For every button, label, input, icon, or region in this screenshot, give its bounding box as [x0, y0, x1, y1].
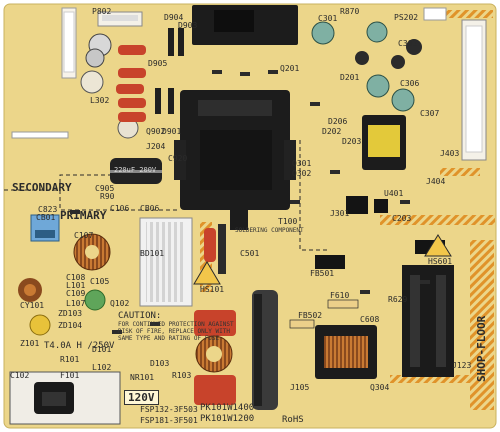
ref-lower-11: R103: [172, 371, 192, 380]
caution-line-3: SAME TYPE AND RATING OF FUSE: [118, 335, 220, 342]
ref-upper-6: C920: [168, 154, 188, 163]
ref-upper-0: C905: [95, 184, 115, 193]
ref-primary-8: CB06: [140, 204, 160, 213]
ref-primary-4: C109: [66, 289, 86, 298]
ref-top-5: PS202: [394, 13, 419, 22]
ref-mid-11: J403: [440, 149, 460, 158]
caution-title: CAUTION:: [118, 311, 162, 321]
ref-primary-1: C823: [38, 205, 58, 214]
ref-mid-5: D206: [328, 117, 348, 126]
ref-mid-8: U401: [384, 189, 404, 198]
ref-right-4: Q304: [370, 383, 390, 392]
bulk-cap-marking: 220uF 200V: [114, 166, 157, 174]
part-number-b-code: FSP181-3F501: [140, 416, 198, 425]
ref-mid-3: Q201: [280, 64, 300, 73]
ref-lower-2: D101: [92, 345, 112, 354]
primary-label: PRIMARY: [60, 209, 107, 222]
ref-right-5: J105: [290, 383, 310, 392]
ref-right-2: C608: [360, 315, 380, 324]
ref-mid-9: C203: [392, 214, 412, 223]
ref-lower-5: L107: [66, 299, 86, 308]
ref-lower-6: Z101: [20, 339, 40, 348]
ref-primary-7: C107: [74, 231, 94, 240]
ref-primary-3: L101: [66, 281, 86, 290]
caution-line-2: RISK OF FIRE, REPLACE ONLY WITH: [118, 328, 230, 335]
ref-heatsink-2: FB502: [298, 311, 323, 320]
ref-primary-6: C106: [110, 204, 130, 213]
ref-top-2: D903: [178, 21, 198, 30]
secondary-label: SECONDARY: [12, 181, 72, 194]
ref-mid-10: J404: [426, 177, 446, 186]
shop-floor-label: SHOP-FLOOR: [475, 315, 488, 382]
part-number-a-model: PK101W1400: [200, 403, 255, 413]
ref-right-6: T100: [278, 217, 298, 226]
ref-primary-2: C108: [66, 273, 86, 282]
ref-heatsink-0: HS101: [200, 285, 225, 294]
voltage-label: 120V: [124, 390, 159, 405]
ref-right-1: R629: [388, 295, 408, 304]
ref-mid-6: D202: [322, 127, 342, 136]
ref-primary-0: CB01: [36, 213, 56, 222]
ref-top-4: R870: [340, 7, 360, 16]
ref-upper-4: D901: [162, 127, 182, 136]
ref-upper-9: C307: [420, 109, 440, 118]
ref-lower-10: NR101: [130, 373, 155, 382]
ref-lower-7: CY101: [20, 301, 45, 310]
ref-lower-4: ZD104: [58, 321, 83, 330]
ref-lower-13: Q102: [110, 299, 130, 308]
caution-line-1: FOR CONTINUED PROTECTION AGAINST: [118, 321, 234, 328]
part-number-a-code: FSP132-3F503: [140, 405, 198, 414]
ref-primary-5: BD101: [140, 249, 165, 258]
rohs-label: RoHS: [282, 415, 304, 425]
part-number-b-model: PK101W1200: [200, 414, 255, 424]
ref-mid-4: D201: [340, 73, 360, 82]
ref-top-3: C301: [318, 14, 338, 23]
fuse-rating: T4.0A H /250V: [44, 341, 115, 351]
ref-lower-9: C102: [10, 371, 30, 380]
ref-mid-0: Q301: [292, 159, 312, 168]
ref-primary-9: C105: [90, 277, 110, 286]
ref-mid-2: J301: [330, 209, 350, 218]
ref-mid-7: D203: [342, 137, 362, 146]
ref-upper-7: R90: [100, 192, 115, 201]
ref-heatsink-1: FB501: [310, 269, 335, 278]
ref-upper-8: C306: [400, 79, 420, 88]
ref-lower-1: L102: [92, 363, 112, 372]
ref-upper-3: Q902: [146, 127, 166, 136]
ref-lower-0: R101: [60, 355, 80, 364]
ref-heatsink-3: C501: [240, 249, 260, 258]
ref-right-7: J123: [452, 361, 472, 370]
ref-upper-2: L302: [90, 96, 110, 105]
ref-right-0: HS601: [428, 257, 453, 266]
ref-upper-10: C303: [398, 39, 418, 48]
ref-top-0: P802: [92, 7, 112, 16]
ref-lower-3: ZD103: [58, 309, 83, 318]
soldering-label: SOLDERING COMPONENT: [235, 227, 304, 234]
ref-upper-5: J204: [146, 142, 166, 151]
ref-lower-8: D103: [150, 359, 170, 368]
ref-lower-12: F101: [60, 371, 80, 380]
ref-upper-1: D905: [148, 59, 168, 68]
ref-right-3: F610: [330, 291, 350, 300]
ref-mid-1: Q302: [292, 169, 312, 178]
ref-top-1: D904: [164, 13, 184, 22]
